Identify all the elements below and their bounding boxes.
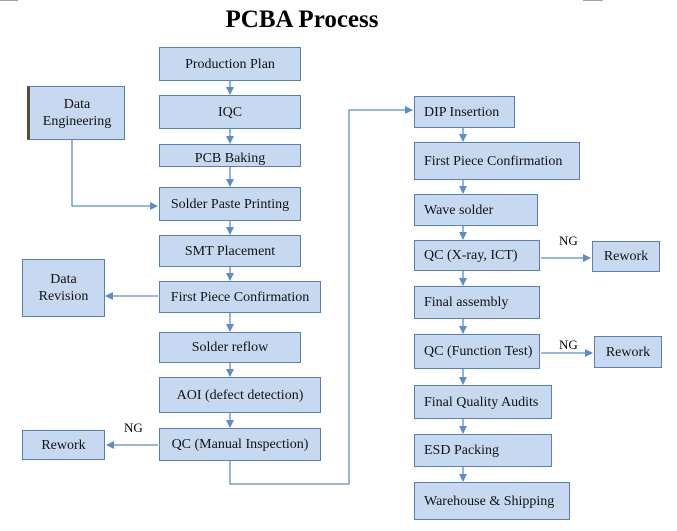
top-left-rule: [0, 0, 18, 1]
step-first-piece-confirmation-right: First Piece Confirmation: [414, 142, 580, 180]
step-solder-reflow: Solder reflow: [159, 332, 301, 363]
step-warehouse-shipping: Warehouse & Shipping: [414, 482, 570, 520]
step-final-quality-audits: Final Quality Audits: [414, 385, 552, 419]
arrow-data-engineering-to-solder-paste: [71, 140, 158, 210]
step-wave-solder: Wave solder: [414, 194, 538, 226]
step-qc-manual-inspection: QC (Manual Inspection): [159, 428, 321, 461]
step-aoi: AOI (defect detection): [159, 377, 321, 413]
step-smt-placement: SMT Placement: [159, 235, 301, 267]
diagram-title: PCBA Process: [225, 6, 379, 33]
step-iqc: IQC: [159, 95, 301, 129]
rework-box-function: Rework: [594, 336, 662, 368]
step-dip-insertion: DIP Insertion: [414, 96, 515, 128]
step-first-piece-confirmation-left: First Piece Confirmation: [159, 281, 321, 313]
data-engineering-box: Data Engineering: [27, 86, 125, 140]
step-solder-paste-printing: Solder Paste Printing: [159, 187, 301, 221]
data-revision-box: Data Revision: [22, 259, 105, 317]
top-right-rule: [583, 0, 603, 1]
step-qc-xray-ict: QC (X-ray, ICT): [414, 240, 540, 271]
step-esd-packing: ESD Packing: [414, 434, 552, 467]
ng-label-xray: NG: [559, 233, 578, 248]
rework-box-left: Rework: [22, 430, 105, 460]
step-production-plan: Production Plan: [159, 47, 301, 81]
ng-label-left: NG: [124, 420, 143, 435]
step-qc-function-test: QC (Function Test): [414, 334, 540, 369]
ng-label-function: NG: [559, 337, 578, 352]
arrow-qc-manual-to-dip-insertion: [229, 106, 413, 485]
step-pcb-baking: PCB Baking: [159, 144, 301, 167]
rework-box-xray: Rework: [592, 241, 660, 272]
step-final-assembly: Final assembly: [414, 286, 540, 319]
